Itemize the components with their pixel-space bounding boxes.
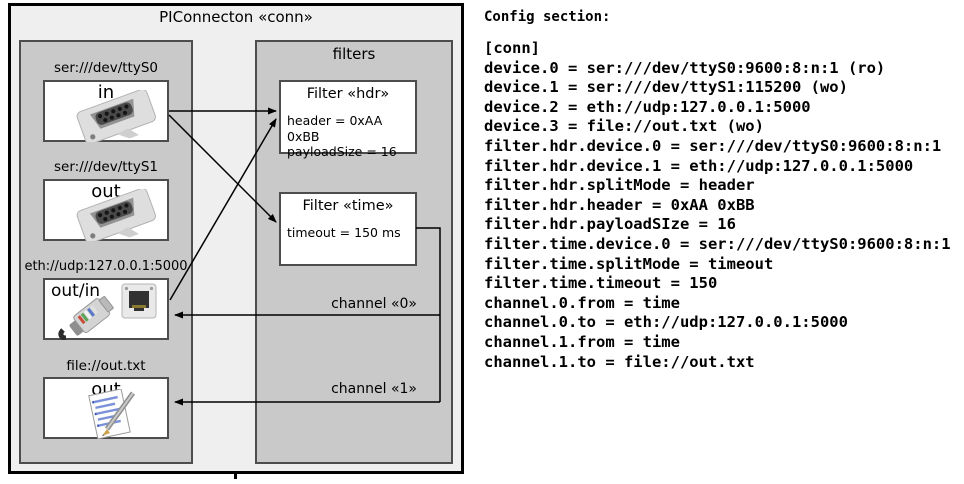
device-uri-label: ser:///dev/ttyS0 bbox=[54, 60, 158, 76]
filter-box-hdr: Filter «hdr» header = 0xAA 0xBB payloadS… bbox=[279, 80, 417, 159]
device-box-file: out bbox=[43, 377, 169, 439]
device-box-ttys1: out bbox=[43, 179, 169, 241]
channel-0-label: channel «0» bbox=[331, 296, 417, 312]
direction-label: in bbox=[97, 82, 115, 103]
serial-connector-icon bbox=[76, 90, 156, 142]
filter-property: timeout = 150 ms bbox=[287, 225, 401, 240]
filter-properties: header = 0xAA 0xBB payloadSize = 16 bbox=[287, 113, 413, 160]
device-uri-label: file://out.txt bbox=[66, 358, 146, 374]
config-text: [conn] device.0 = ser:///dev/ttyS0:9600:… bbox=[484, 39, 951, 371]
serial-connector-icon bbox=[76, 189, 156, 241]
ethernet-jack-icon bbox=[121, 283, 157, 319]
filter-title: Filter «time» bbox=[302, 198, 394, 214]
diagram-title: PIConnecton «conn» bbox=[159, 8, 313, 26]
filter-properties: timeout = 150 ms bbox=[287, 225, 413, 241]
device-box-ttys0: in bbox=[43, 80, 169, 142]
direction-label: out bbox=[91, 181, 121, 202]
direction-label: out/in bbox=[51, 281, 101, 301]
filter-title: Filter «hdr» bbox=[306, 86, 390, 102]
channel-1-label: channel «1» bbox=[331, 381, 417, 397]
filter-box-time: Filter «time» timeout = 150 ms bbox=[279, 192, 417, 266]
filter-property: header = 0xAA 0xBB bbox=[287, 113, 383, 144]
device-box-eth: out/in bbox=[43, 278, 169, 340]
memo-icon bbox=[88, 389, 136, 439]
ethernet-plug-icon bbox=[58, 296, 114, 340]
config-heading: Config section: bbox=[484, 9, 611, 25]
device-uri-label: ser:///dev/ttyS1 bbox=[54, 159, 158, 175]
device-uri-label: eth://udp:127.0.0.1:5000 bbox=[24, 259, 188, 274]
filters-panel-title: filters bbox=[332, 45, 376, 63]
frame-bottom-tick bbox=[234, 474, 237, 479]
filter-property: payloadSize = 16 bbox=[287, 144, 397, 159]
